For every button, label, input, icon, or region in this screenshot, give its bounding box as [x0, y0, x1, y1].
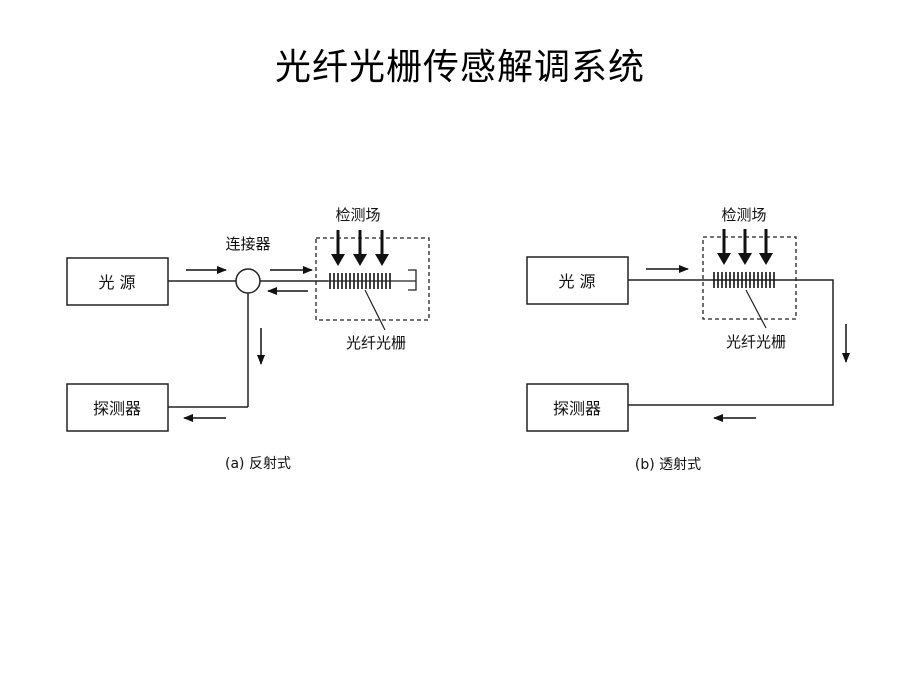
detector-box — [66, 383, 169, 432]
transmissive-diagram: 光 源 探测器 检测场 — [526, 206, 850, 473]
fiber-end — [408, 269, 417, 291]
fiber-grating-label: 光纤光栅 — [346, 334, 406, 352]
grating-pointer — [364, 289, 386, 331]
field-arrow-head — [717, 253, 731, 265]
light-source-label: 光 源 — [558, 272, 595, 291]
light-source-box — [526, 256, 629, 305]
light-source-label: 光 源 — [98, 273, 135, 292]
field-arrow-head — [759, 253, 773, 265]
detector-box — [526, 383, 629, 432]
detector-label: 探测器 — [93, 399, 141, 418]
caption-reflective: (a) 反射式 — [225, 456, 291, 472]
detection-field-box — [702, 236, 797, 320]
caption-transmissive: (b) 透射式 — [635, 457, 701, 473]
connector-label: 连接器 — [225, 235, 270, 253]
detector-label: 探测器 — [553, 399, 601, 418]
slide-title: 光纤光栅传感解调系统 — [274, 47, 645, 88]
connector-circle — [235, 268, 261, 294]
detection-field-box — [315, 237, 430, 321]
fiber-grating — [713, 272, 775, 288]
fiber-grating-label: 光纤光栅 — [726, 333, 786, 351]
grating-pointer — [745, 289, 767, 329]
reflective-diagram: 光 源 探测器 连接器 检测场 — [66, 206, 430, 472]
detection-field-label: 检测场 — [335, 206, 380, 224]
field-arrow-head — [331, 254, 345, 266]
field-arrow-head — [738, 253, 752, 265]
detection-field-label: 检测场 — [721, 206, 766, 224]
field-arrow-head — [353, 254, 367, 266]
field-arrow-head — [375, 254, 389, 266]
light-source-box — [66, 257, 169, 306]
